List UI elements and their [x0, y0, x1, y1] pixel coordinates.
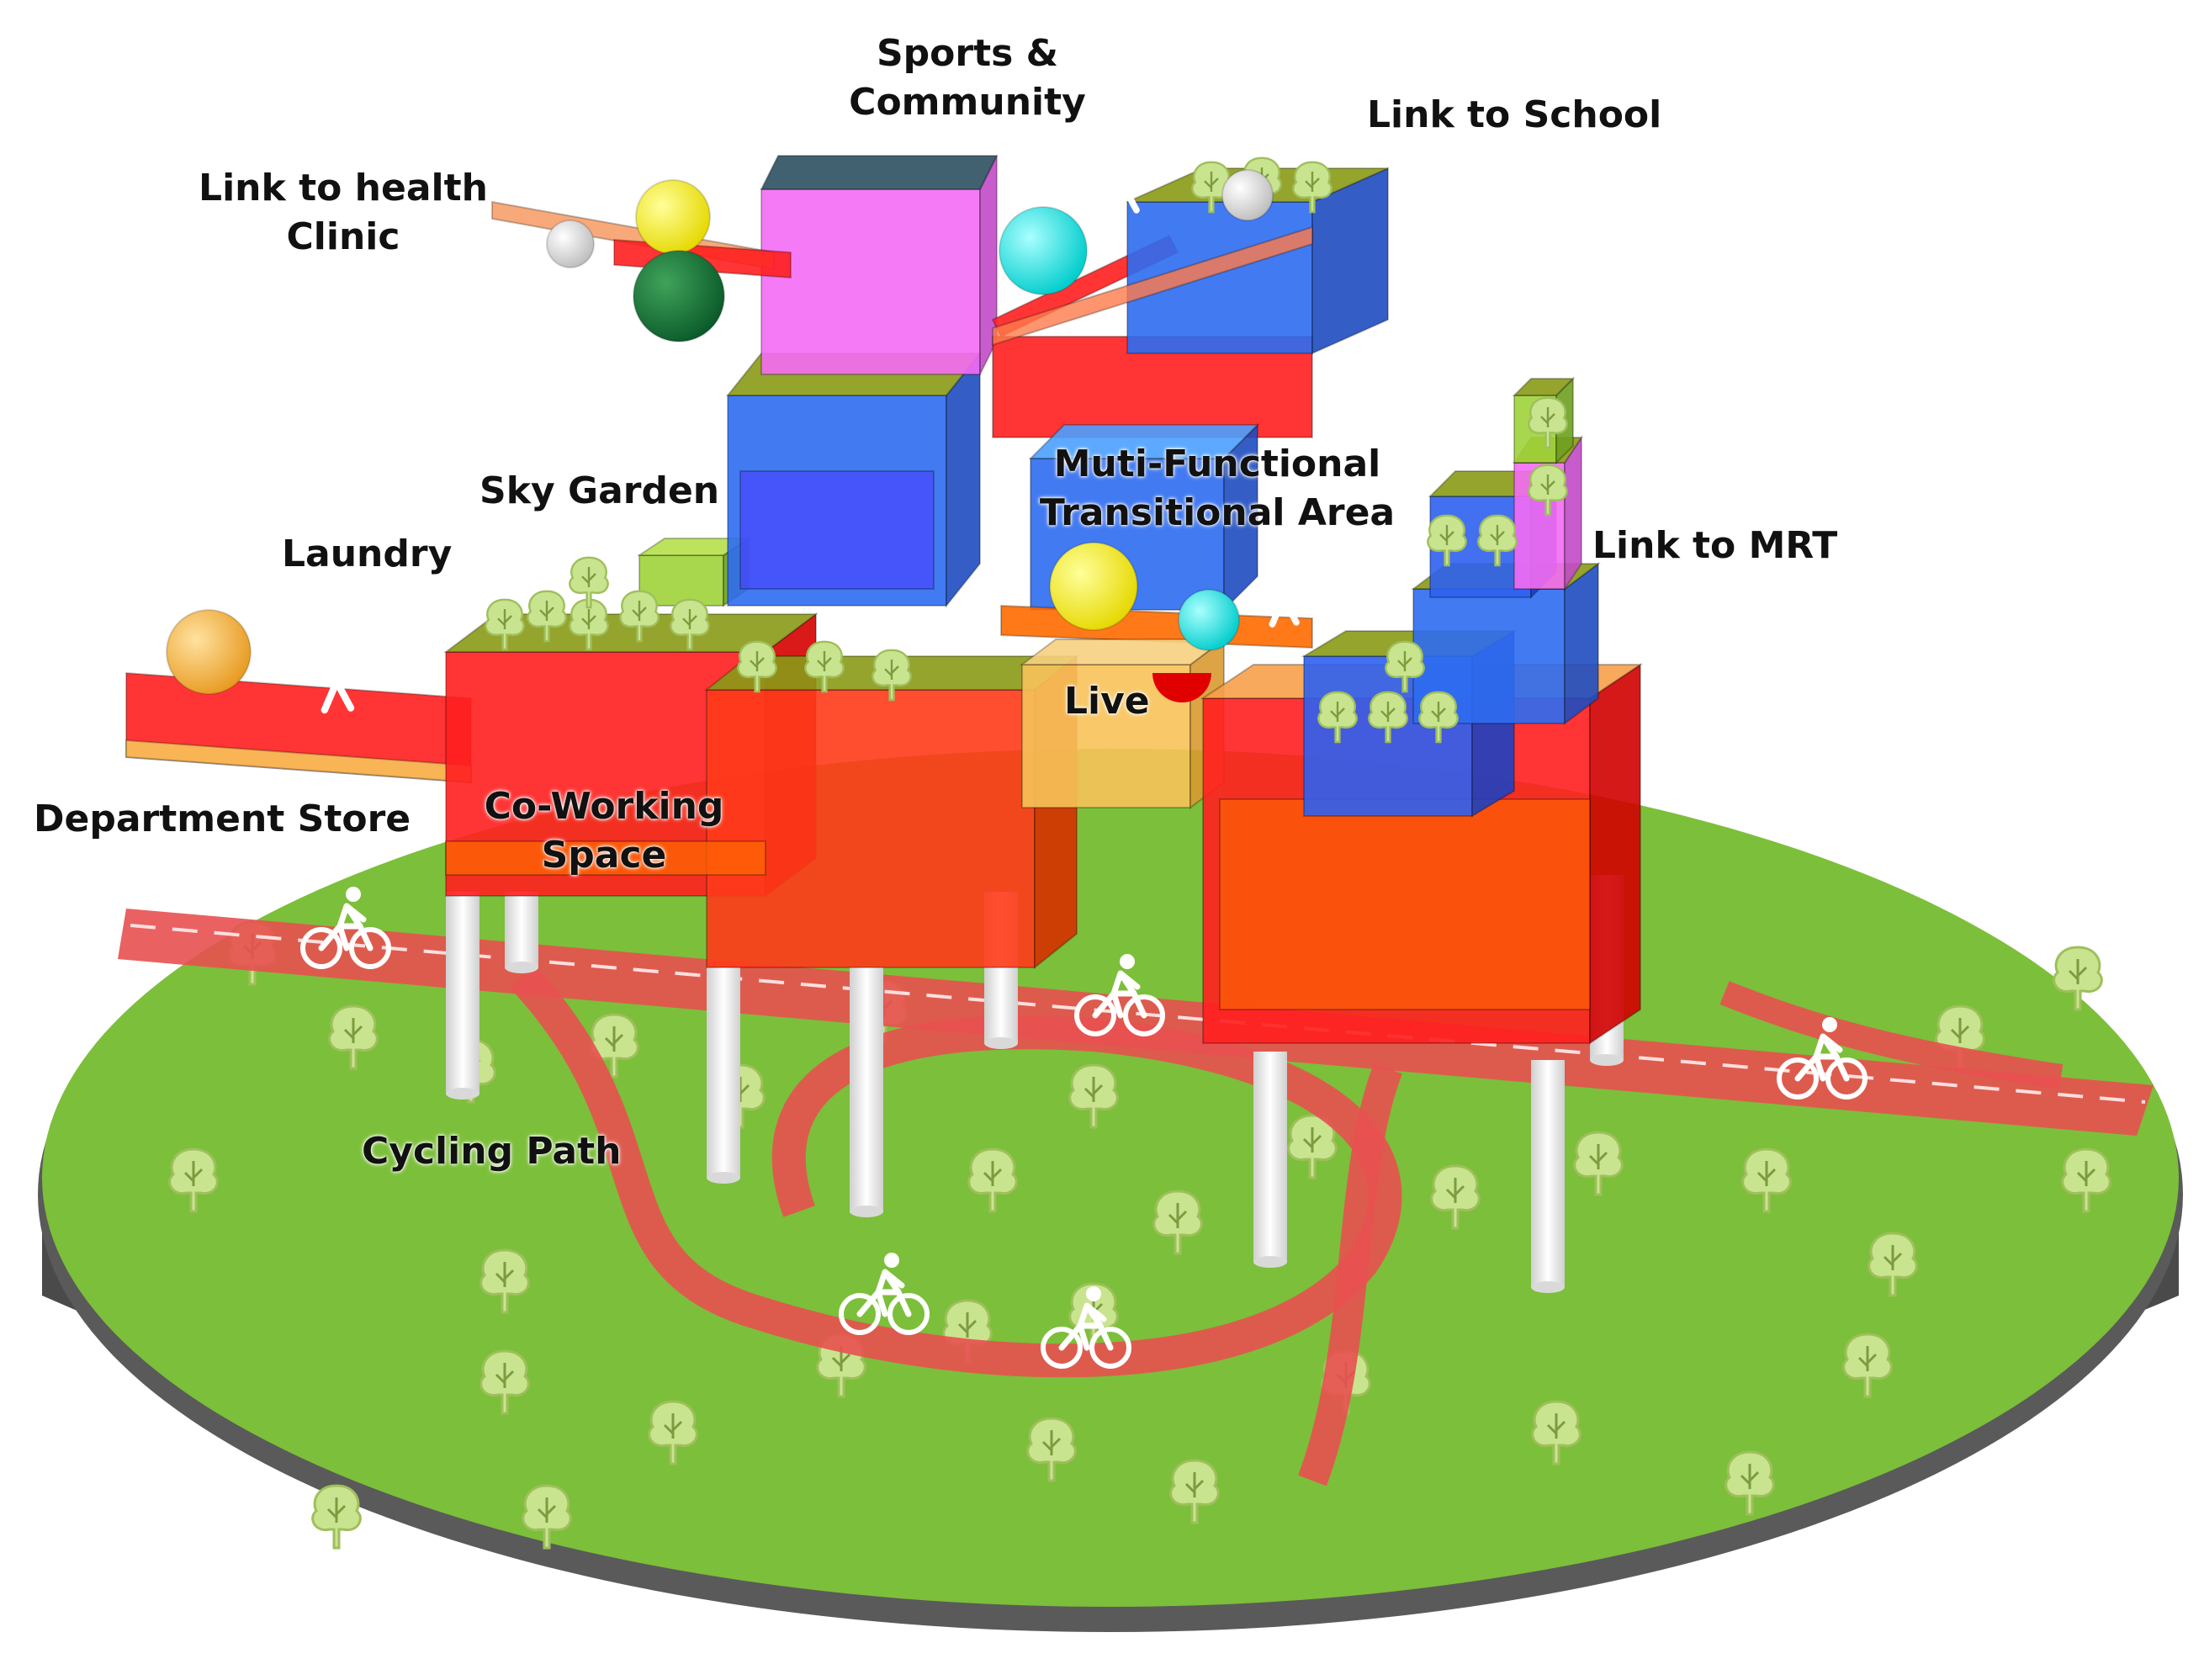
link-to-school-ramp — [992, 225, 1313, 347]
support-pillar — [1253, 1052, 1287, 1262]
mrt-pink-tower-side — [1564, 434, 1582, 592]
sphere-icon — [633, 250, 725, 342]
label-cycling-path: Cycling Path — [362, 1130, 622, 1173]
support-pillar — [850, 967, 883, 1211]
label-live: Live — [1064, 680, 1150, 723]
cycling-path-main — [118, 909, 2154, 1136]
sphere-icon — [1221, 169, 1274, 221]
label-sports-community: Sports &Community — [849, 32, 1086, 124]
sphere-icon — [546, 220, 595, 268]
label-sky-garden: Sky Garden — [479, 469, 720, 512]
support-pillar-base — [1253, 1256, 1287, 1268]
label-link-to-school: Link to School — [1367, 93, 1662, 136]
tree-icon — [311, 1484, 362, 1550]
co-working-floor — [445, 840, 766, 876]
mrt-mid-block-side — [1564, 562, 1599, 725]
sphere-icon — [166, 609, 252, 695]
mrt-lower-block-side — [1589, 663, 1641, 1045]
label-laundry: Laundry — [282, 533, 453, 575]
support-pillar — [1531, 1060, 1565, 1287]
support-pillar-base — [984, 1037, 1018, 1049]
support-pillar-base — [1531, 1281, 1565, 1293]
support-pillar — [707, 967, 740, 1178]
cycling-path-ramp — [1719, 981, 2064, 1089]
support-pillar — [505, 892, 538, 967]
sky-garden-floor-glass — [739, 470, 935, 590]
label-department-store: Department Store — [34, 798, 411, 840]
live-half-sphere — [1152, 673, 1211, 702]
support-pillar — [446, 892, 479, 1094]
sky-garden-tower-side — [946, 351, 981, 608]
sphere-icon — [635, 179, 711, 255]
multi-functional-block-top — [1028, 424, 1260, 459]
co-working-annex-front — [706, 689, 1036, 968]
sphere-icon — [999, 206, 1088, 295]
mrt-inner-glass — [1219, 798, 1591, 1010]
tree-icon — [569, 556, 609, 609]
sports-community-block-front — [760, 188, 981, 375]
support-pillar-base — [707, 1172, 740, 1184]
support-pillar-base — [446, 1088, 479, 1100]
support-pillar-base — [505, 962, 538, 973]
pedestrian-icon — [573, 98, 605, 180]
cycling-path-branch — [1298, 1063, 1402, 1487]
sphere-icon — [1178, 589, 1240, 651]
ground-lawn — [42, 749, 2179, 1607]
pedestrian-icon — [1272, 549, 1301, 624]
support-pillar-base — [1590, 1054, 1624, 1066]
support-pillar-base — [850, 1206, 883, 1217]
mrt-top-garden-top — [1512, 378, 1576, 396]
sports-community-block-top — [760, 155, 999, 190]
sphere-icon — [1049, 542, 1138, 631]
label-link-to-mrt: Link to MRT — [1592, 524, 1838, 567]
